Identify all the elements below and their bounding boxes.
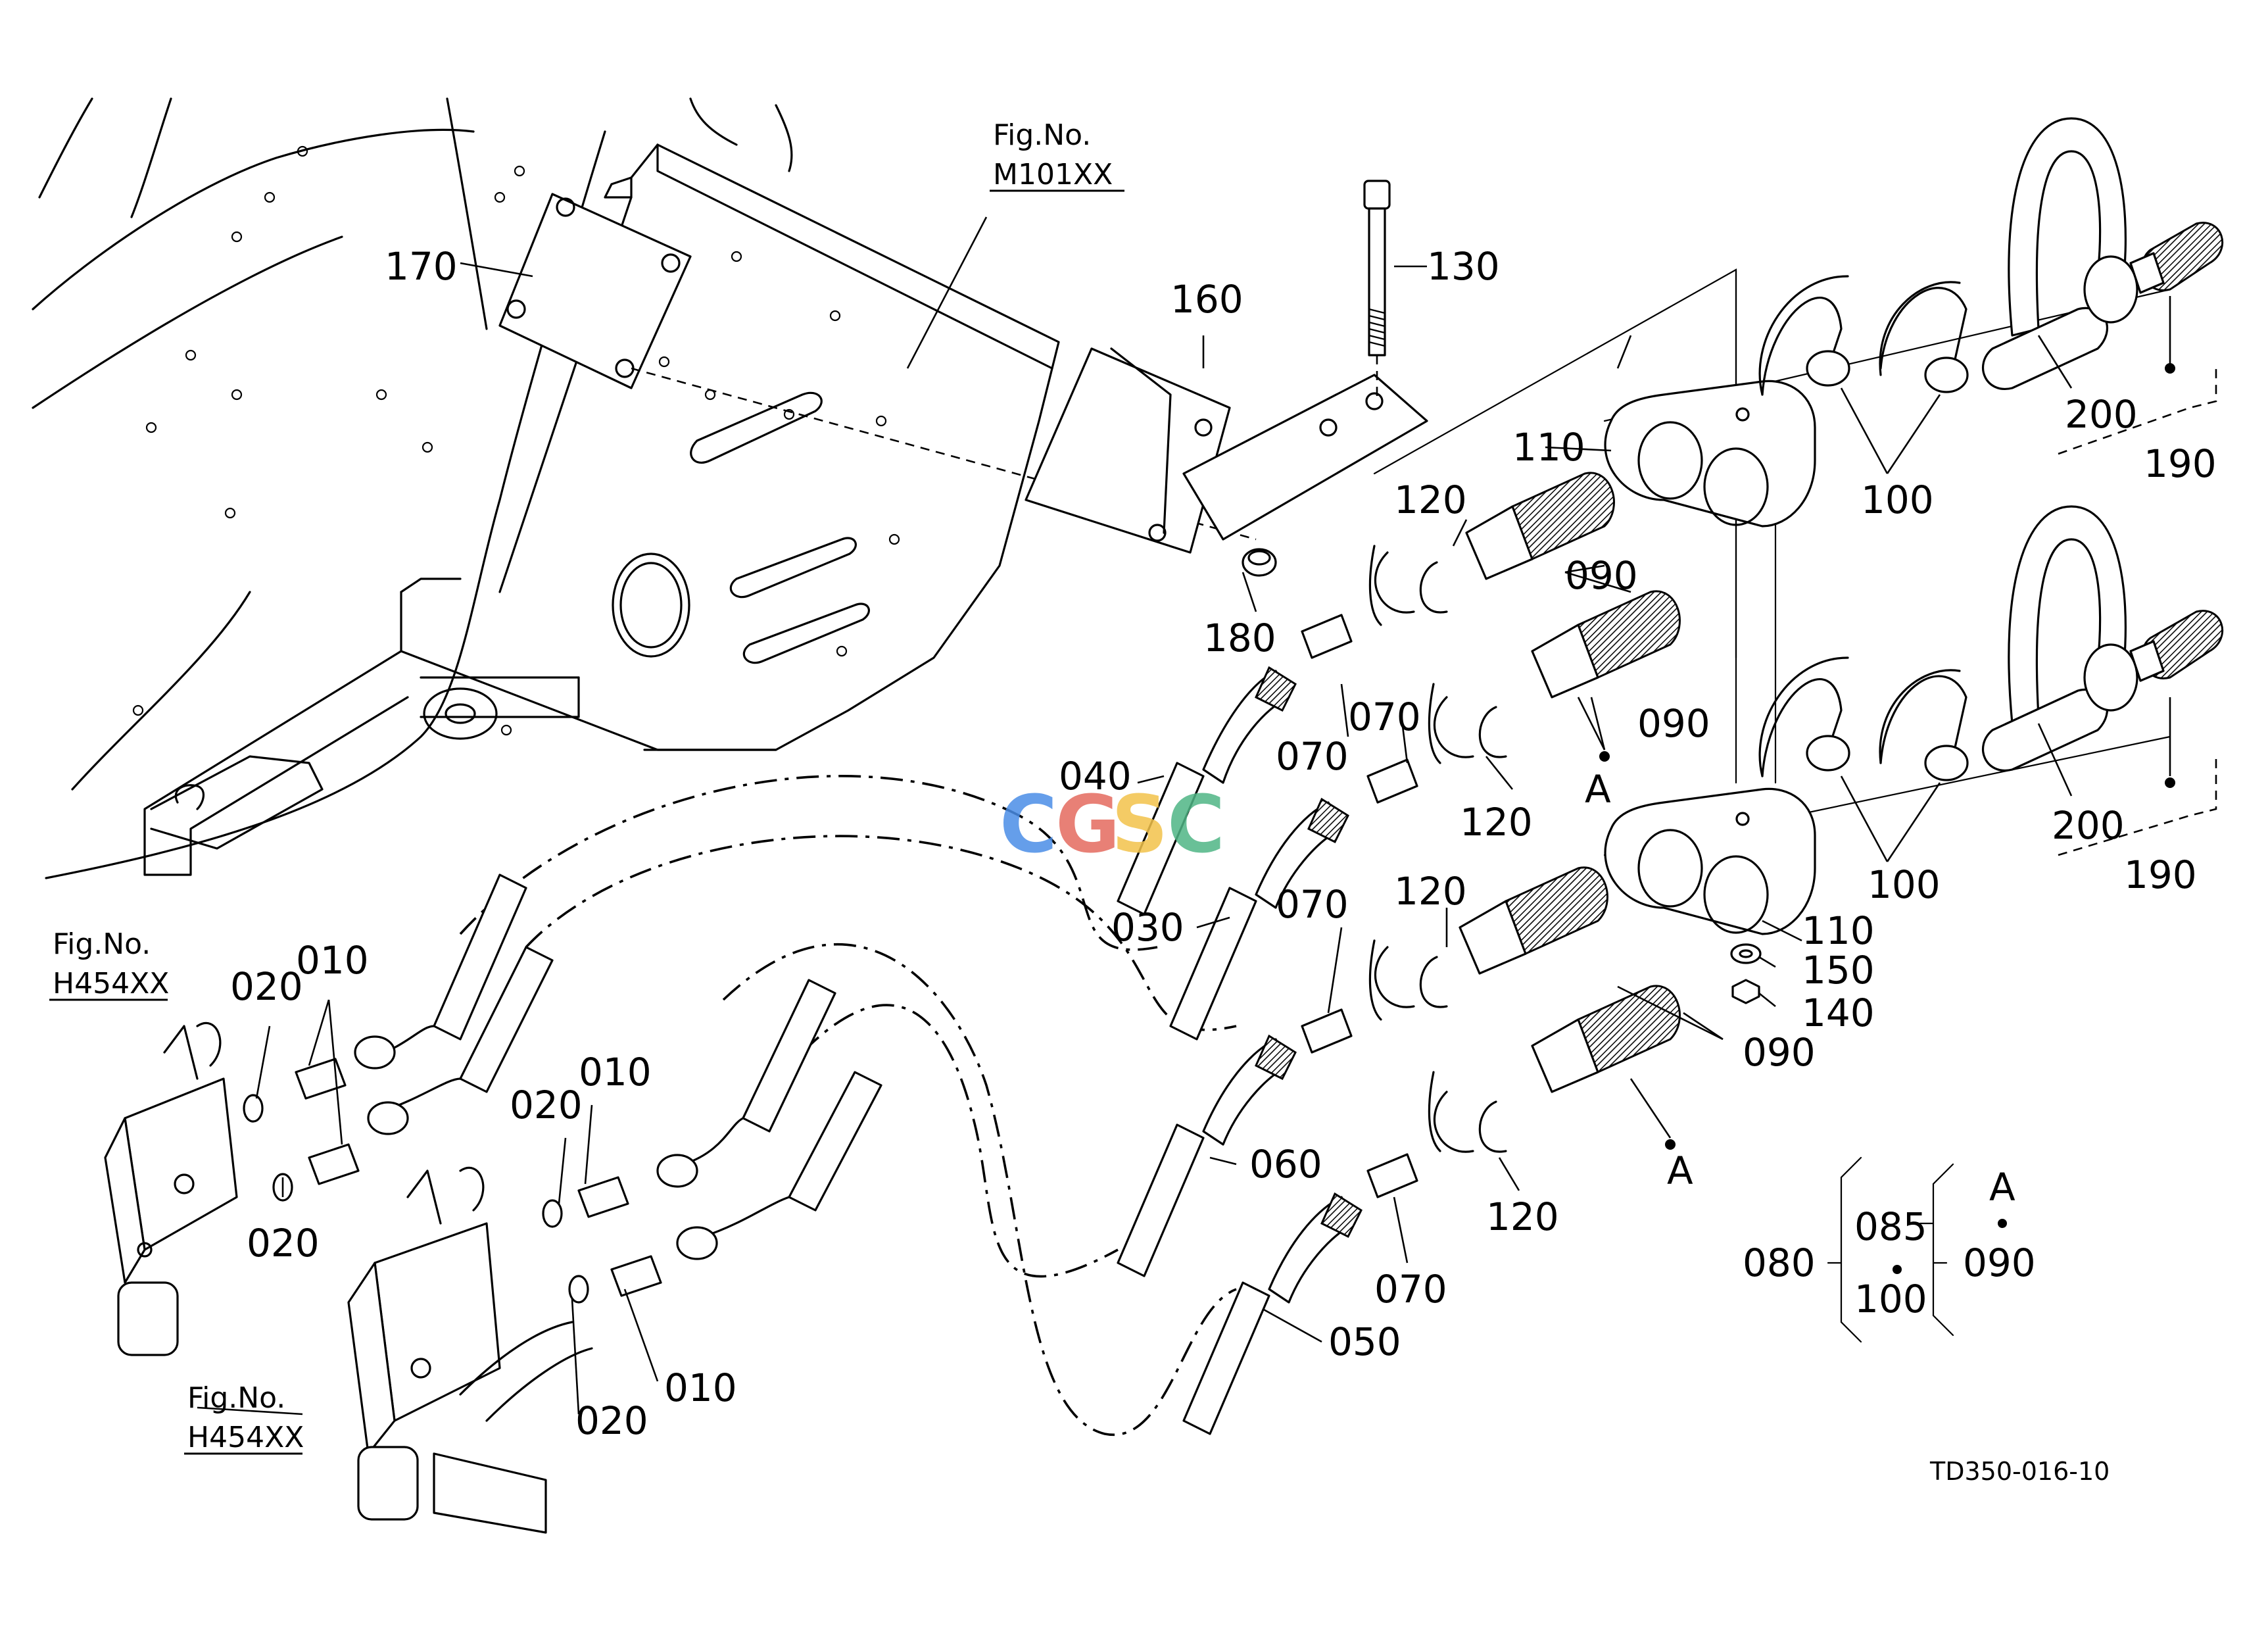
- sockets-090: [1459, 472, 1681, 1093]
- part-180-nut: [1242, 548, 1277, 577]
- callout-010-c: 010: [664, 1365, 737, 1410]
- shackles-200: [1981, 117, 2138, 772]
- callout-110-lower: 110: [1802, 908, 1875, 953]
- valve-left: [104, 1021, 238, 1356]
- watermark-letter-3: S: [1111, 779, 1168, 871]
- callout-130: 130: [1427, 244, 1500, 289]
- valve-right: [347, 1166, 593, 1534]
- fig-ref-top-code: M101XX: [993, 158, 1113, 191]
- fittings-010-020: [243, 1058, 662, 1304]
- callout-190-upper: 190: [2144, 441, 2217, 486]
- coupler-block-lower: [1604, 787, 1816, 935]
- rings-120: [1368, 545, 1507, 1153]
- part-160-bracket: [1025, 347, 1428, 554]
- callout-020-a: 020: [230, 964, 303, 1009]
- watermark: C G S C: [1000, 779, 1225, 871]
- legend-085: 085: [1854, 1204, 1927, 1249]
- mark-a-upper: A: [1585, 767, 1611, 812]
- callout-020-c: 020: [510, 1083, 583, 1127]
- legend-mark-a: A: [1989, 1165, 2015, 1210]
- leader-lines: [197, 216, 2175, 1415]
- callout-120-a: 120: [1394, 478, 1467, 522]
- callout-110-upper: 110: [1512, 425, 1585, 470]
- fig-ref-left-label: Fig.No.: [53, 927, 151, 961]
- callout-120-c: 120: [1394, 869, 1467, 914]
- figure-refs: Fig.No. M101XX Fig.No. H454XX Fig.No. H4…: [49, 118, 1124, 1455]
- legend-090: 090: [1963, 1241, 2036, 1285]
- callout-090-c: 090: [1743, 1030, 1816, 1075]
- watermark-letter-2: G: [1055, 779, 1121, 871]
- part-170-plate: [498, 193, 1257, 541]
- callout-150: 150: [1802, 948, 1875, 993]
- callout-190-lower: 190: [2124, 852, 2197, 897]
- coupler-block-upper: [1604, 380, 1816, 528]
- callout-040: 040: [1059, 754, 1132, 799]
- legend: 080 085 100 A 090: [1743, 1165, 2036, 1321]
- callout-180: 180: [1203, 616, 1276, 660]
- callout-160: 160: [1170, 277, 1243, 322]
- callout-070-a: 070: [1276, 734, 1349, 779]
- plugs-190: [2058, 222, 2224, 856]
- callout-200-upper: 200: [2065, 392, 2138, 437]
- callout-020-b: 020: [247, 1221, 320, 1266]
- callout-120-b: 120: [1460, 800, 1533, 845]
- callout-010-b: 010: [579, 1050, 652, 1094]
- callout-060: 060: [1249, 1142, 1322, 1187]
- callout-010-a: 010: [296, 938, 369, 983]
- callout-090-b: 090: [1637, 701, 1710, 746]
- part-callouts: 170 160 130 180 110 120 090 100 200 190 …: [230, 244, 2217, 1443]
- washer-150-nut-140: [1730, 943, 1762, 1004]
- callout-020-d: 020: [575, 1398, 648, 1443]
- callout-100-upper: 100: [1861, 478, 1934, 522]
- callout-200-lower: 200: [2052, 803, 2125, 848]
- callout-090-a: 090: [1565, 553, 1638, 598]
- fig-ref-bottom-code: H454XX: [187, 1421, 304, 1454]
- callout-120-d: 120: [1486, 1194, 1559, 1239]
- legend-100: 100: [1854, 1277, 1927, 1321]
- drawing-code: TD350-016-10: [1929, 1457, 2110, 1486]
- callout-140: 140: [1802, 991, 1875, 1035]
- mark-a-lower: A: [1667, 1148, 1693, 1193]
- callout-030: 030: [1111, 905, 1184, 950]
- adapters-070: [1301, 614, 1418, 1198]
- callout-070-c: 070: [1276, 882, 1349, 927]
- callout-070-d: 070: [1374, 1267, 1447, 1312]
- part-130-bolt: [1363, 180, 1391, 401]
- fig-ref-top-label: Fig.No.: [993, 118, 1091, 152]
- clips-100: [1758, 275, 1969, 781]
- callout-100-lower: 100: [1868, 862, 1941, 907]
- hoses: [459, 666, 1363, 1437]
- fig-ref-bottom-label: Fig.No.: [187, 1381, 285, 1415]
- callout-170: 170: [385, 244, 458, 289]
- hose-ends-left: [354, 873, 882, 1260]
- legend-080: 080: [1743, 1241, 1816, 1285]
- callout-070-b: 070: [1348, 695, 1421, 739]
- watermark-letter-1: C: [1000, 779, 1057, 871]
- legend-bracket: [1827, 1156, 2007, 1343]
- callout-050: 050: [1328, 1319, 1401, 1364]
- fig-ref-left-code: H454XX: [53, 967, 169, 1000]
- watermark-letter-4: C: [1167, 779, 1225, 871]
